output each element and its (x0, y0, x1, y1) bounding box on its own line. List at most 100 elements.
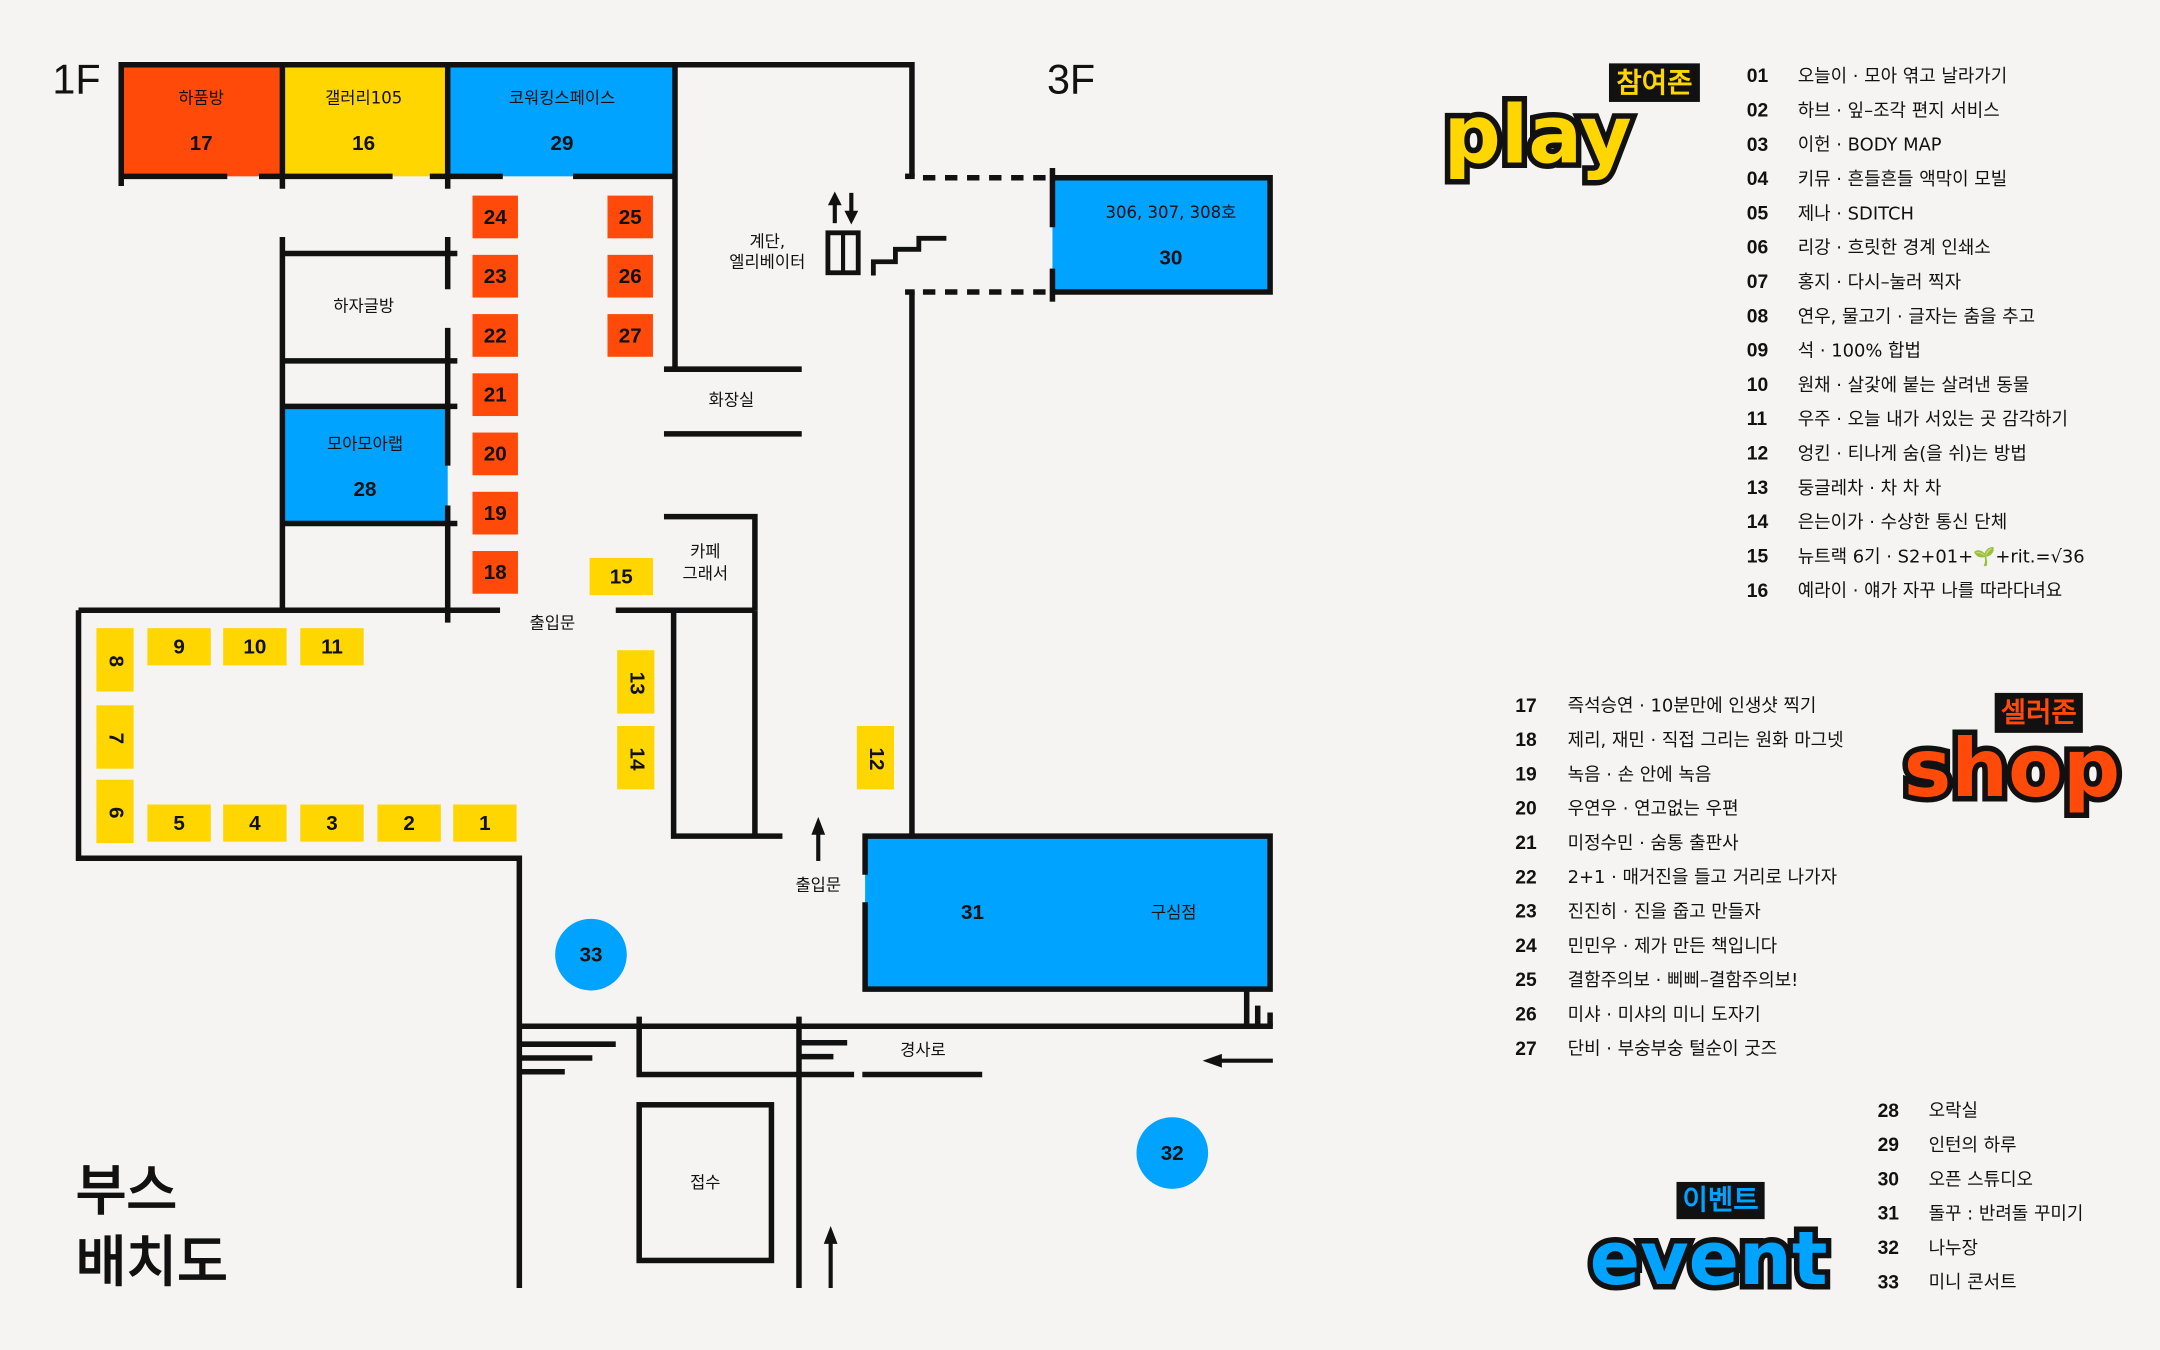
booth-box (96, 628, 134, 692)
booth-box (472, 195, 518, 239)
restroom-label: 화장실 (709, 390, 755, 409)
booth-24[interactable]: 24 (472, 195, 518, 239)
room-30[interactable]: 306, 307, 308호 30 (1052, 177, 1271, 293)
booth-11[interactable]: 11 (300, 628, 364, 666)
play-logo-word: play (1444, 89, 1632, 182)
shop-zone-logo: shop 셀러존 (1898, 692, 2126, 821)
legend-name: 우주 · 오늘 내가 서있는 곳 감각하기 (1798, 409, 2068, 430)
booth-22[interactable]: 22 (472, 314, 518, 357)
booth-21[interactable]: 21 (472, 373, 518, 417)
booth-number: 5 (173, 812, 185, 835)
legend-name: 인턴의 하루 (1929, 1135, 2017, 1156)
booth-3[interactable]: 3 (300, 804, 364, 842)
booth-9[interactable]: 9 (147, 628, 211, 666)
legend-number: 31 (1878, 1204, 1900, 1225)
booth-5[interactable]: 5 (147, 804, 211, 842)
booth-number: 14 (625, 748, 648, 771)
booth-14[interactable]: 14 (617, 725, 655, 790)
booth-number: 1 (479, 812, 491, 835)
booth-27[interactable]: 27 (607, 314, 653, 357)
legend-name: 단비 · 부숭부숭 털순이 굿즈 (1568, 1039, 1778, 1060)
event-zone-logo: event 이벤트 (1584, 1181, 1833, 1307)
legend-item: 02 하브 · 잎–조각 편지 서비스 (1747, 100, 2000, 121)
booth-number: 7 (105, 733, 128, 745)
booth-box (147, 628, 211, 666)
booth-7[interactable]: 7 (96, 705, 134, 769)
booth-25[interactable]: 25 (607, 195, 653, 239)
booth-20[interactable]: 20 (472, 432, 518, 476)
booth-number: 20 (484, 443, 507, 466)
entrance-label-bottom: 출입문 (795, 875, 841, 894)
legend-name: 오늘이 · 모아 엮고 날라가기 (1798, 66, 2008, 87)
room-17[interactable]: 하품방 17 (121, 64, 283, 177)
legend-number: 04 (1747, 169, 1769, 190)
room-29[interactable]: 코워킹스페이스 29 (447, 64, 675, 177)
legend-name: 은는이가 · 수상한 통신 단체 (1798, 512, 2008, 533)
shop-logo-word: shop (1904, 722, 2120, 815)
booth-23[interactable]: 23 (472, 254, 518, 298)
page-title-line2: 배치도 (76, 1230, 228, 1294)
booth-box (589, 557, 653, 596)
booth-box (453, 804, 517, 842)
legend-name: 리강 · 흐릿한 경계 인쇄소 (1798, 238, 1991, 259)
event-zone-tag: 이벤트 (1683, 1184, 1759, 1216)
booth-26[interactable]: 26 (607, 254, 653, 298)
booth-2[interactable]: 2 (377, 804, 441, 842)
booth-box (300, 804, 364, 842)
booth-19[interactable]: 19 (472, 491, 518, 535)
booth-box (856, 725, 895, 790)
play-zone-tag: 참여존 (1616, 67, 1692, 99)
booth-8[interactable]: 8 (96, 628, 134, 692)
booth-6[interactable]: 6 (96, 779, 134, 844)
legend-name: 제리, 재민 · 직접 그리는 원화 마그넷 (1568, 730, 1844, 751)
event-spot-32[interactable]: 32 (1136, 1117, 1209, 1189)
room-name: 하품방 (178, 89, 224, 108)
legend-number: 07 (1747, 272, 1768, 293)
legend-name: 민민우 · 제가 만든 책입니다 (1568, 936, 1778, 957)
booth-10[interactable]: 10 (223, 628, 287, 666)
legend-number: 17 (1515, 696, 1536, 717)
booth-number: 27 (619, 324, 642, 347)
booth-13[interactable]: 13 (617, 650, 655, 714)
room-28[interactable]: 모아모아랩 28 (282, 406, 448, 524)
booth-number: 15 (610, 565, 633, 588)
arrow-up-icon (823, 1226, 838, 1289)
booth-4[interactable]: 4 (223, 804, 287, 842)
room-31[interactable]: 31 구심점 (865, 836, 1271, 990)
legend-number: 02 (1747, 101, 1768, 122)
booth-number: 2 (403, 812, 415, 835)
legend-name: 이헌 · BODY MAP (1798, 135, 1942, 156)
room-name: 갤러리105 (325, 89, 402, 108)
legend-number: 06 (1747, 238, 1769, 259)
booth-1[interactable]: 1 (453, 804, 517, 842)
booth-box (147, 804, 211, 842)
booth-12[interactable]: 12 (856, 725, 895, 790)
legend-name: 하브 · 잎–조각 편지 서비스 (1798, 100, 2000, 121)
legend-name: 녹음 · 손 안에 녹음 (1568, 764, 1712, 785)
event-spot-33[interactable]: 33 (555, 918, 627, 991)
legend-number: 15 (1747, 546, 1769, 567)
legend-number: 27 (1515, 1039, 1536, 1060)
room-number: 29 (551, 132, 574, 155)
room-number: 28 (354, 478, 377, 501)
legend-number: 28 (1878, 1101, 1900, 1122)
booth-number: 26 (619, 265, 642, 288)
legend-number: 18 (1515, 730, 1537, 751)
legend-name: 홍지 · 다시–눌러 찍자 (1798, 272, 1961, 293)
legend-number: 19 (1515, 764, 1536, 785)
booth-15[interactable]: 15 (589, 557, 653, 596)
room-16[interactable]: 갤러리105 16 (282, 64, 448, 177)
legend-number: 24 (1515, 936, 1537, 957)
booth-18[interactable]: 18 (472, 551, 518, 594)
legend-name: 나누장 (1929, 1238, 1978, 1259)
booth-box (300, 628, 364, 666)
